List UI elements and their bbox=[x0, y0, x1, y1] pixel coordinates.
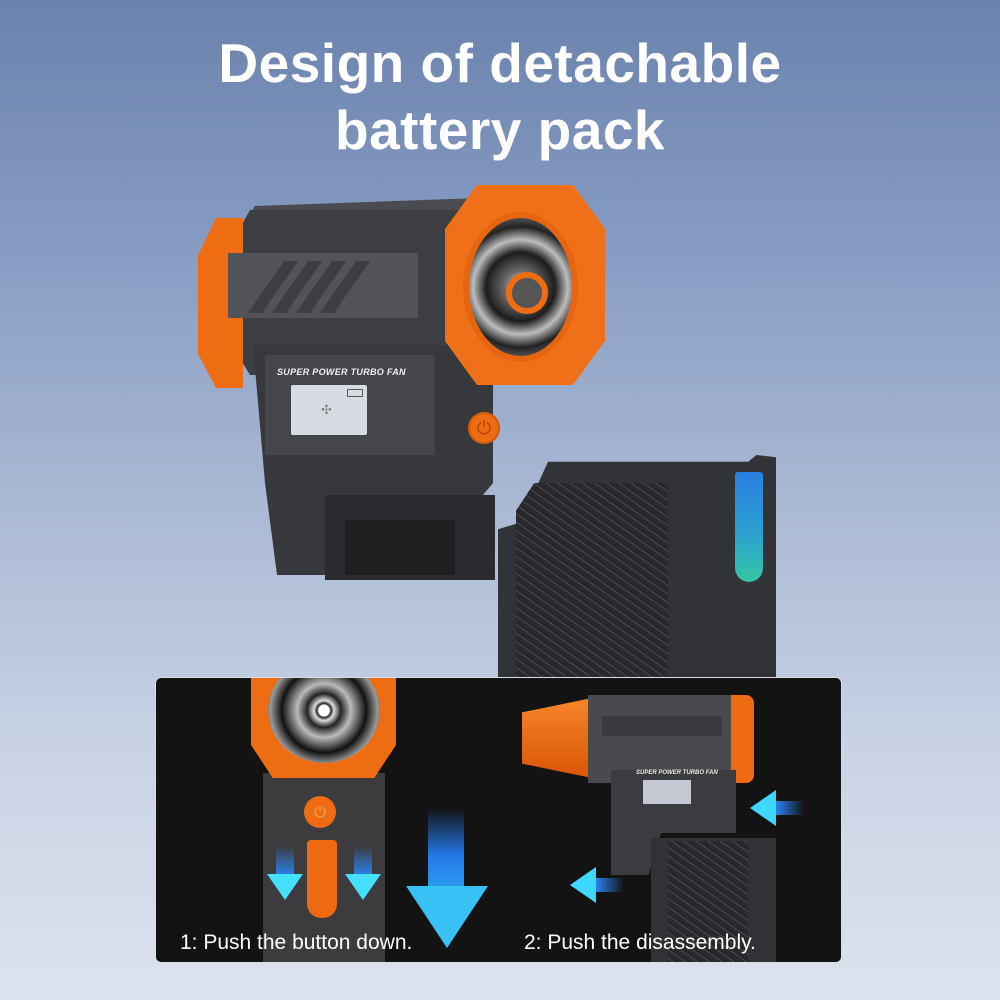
battery-mount-slot bbox=[345, 520, 455, 575]
battery-textured-grip bbox=[516, 483, 668, 680]
battery-level-icon bbox=[347, 389, 363, 397]
big-arrow-down-icon bbox=[406, 886, 488, 948]
battery-release-latch[interactable] bbox=[735, 472, 763, 582]
step1-grill-icon bbox=[268, 678, 380, 763]
lcd-display: ✣ bbox=[291, 385, 367, 435]
step2-brand-label: SUPER POWER TURBO FAN bbox=[636, 770, 718, 776]
arrow-down-icon bbox=[267, 874, 303, 900]
step2-fan-body bbox=[588, 695, 738, 783]
title-line-2: battery pack bbox=[334, 99, 666, 161]
arrow-stem bbox=[596, 878, 624, 892]
step1-caption: 1: Push the button down. bbox=[180, 931, 413, 954]
vent-panel bbox=[228, 253, 418, 318]
arrow-stem bbox=[776, 801, 804, 815]
instruction-panel: ⏻ SUPER POWER TURBO FAN 1: Push the butt… bbox=[155, 677, 842, 963]
release-slider-button[interactable] bbox=[307, 840, 337, 918]
step1-power-button: ⏻ bbox=[304, 796, 336, 828]
page-title: Design of detachable battery pack bbox=[0, 30, 1000, 164]
step2-battery-texture bbox=[668, 841, 748, 962]
step2-nozzle bbox=[522, 698, 592, 778]
brand-label: SUPER POWER TURBO FAN bbox=[277, 367, 406, 377]
big-arrow-stem bbox=[428, 808, 464, 888]
arrow-down-icon bbox=[345, 874, 381, 900]
step2-lcd bbox=[643, 780, 691, 804]
power-button[interactable]: ⏻ bbox=[468, 412, 500, 444]
arrow-stem bbox=[354, 846, 372, 876]
arrow-stem bbox=[276, 846, 294, 876]
step2-rear-cap bbox=[731, 695, 754, 783]
step2-vent-panel bbox=[602, 716, 722, 736]
title-line-1: Design of detachable bbox=[218, 32, 782, 94]
fan-hub bbox=[506, 272, 548, 314]
arrow-left-icon bbox=[750, 790, 776, 826]
arrow-left-icon bbox=[570, 867, 596, 903]
power-icon: ⏻ bbox=[476, 417, 492, 438]
step2-caption: 2: Push the disassembly. bbox=[524, 931, 756, 954]
label-panel: SUPER POWER TURBO FAN ✣ bbox=[265, 355, 435, 455]
power-icon: ⏻ bbox=[314, 803, 326, 821]
fan-icon: ✣ bbox=[321, 402, 332, 417]
